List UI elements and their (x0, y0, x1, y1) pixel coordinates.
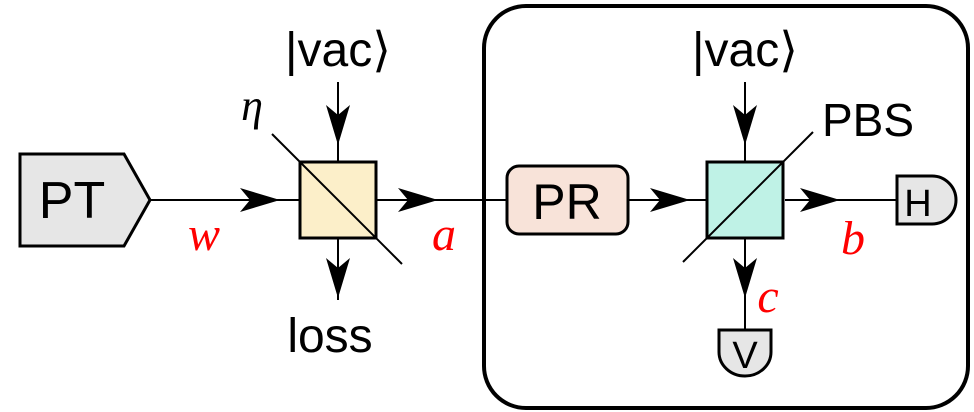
mode-a-label: a (432, 208, 456, 261)
loss-label: loss (287, 310, 372, 363)
mode-w-label: w (188, 208, 220, 261)
mode-c-label: c (757, 270, 778, 323)
vac-label-2: |vac⟩ (692, 24, 798, 77)
pbs-label: PBS (822, 94, 914, 146)
detector-h-label: H (904, 183, 931, 225)
arrow-vac-in-1 (326, 105, 350, 145)
beamsplitter-diagonal (271, 133, 403, 265)
detector-h-shape (895, 174, 958, 226)
arrow-w (240, 188, 280, 212)
transmissivity-label: η (241, 81, 263, 130)
arrow-c (733, 258, 757, 298)
arrow-vac-in-2 (733, 105, 757, 145)
arrow-pr-pbs (650, 188, 690, 212)
mode-b-label: b (841, 212, 865, 265)
source-pt-label: PT (39, 172, 105, 230)
arrow-b (800, 188, 840, 212)
detector-v-label: V (732, 335, 758, 377)
detector-v-shape (717, 328, 773, 378)
pbs-diagonal (682, 131, 814, 263)
polarization-rotator-label: PR (532, 174, 601, 230)
arrow-a (398, 188, 438, 212)
polarization-rotator (505, 164, 630, 236)
measurement-box (482, 4, 970, 410)
vac-label-1: |vac⟩ (285, 24, 391, 77)
arrow-loss (326, 258, 350, 298)
source-pt-shape (18, 152, 152, 248)
